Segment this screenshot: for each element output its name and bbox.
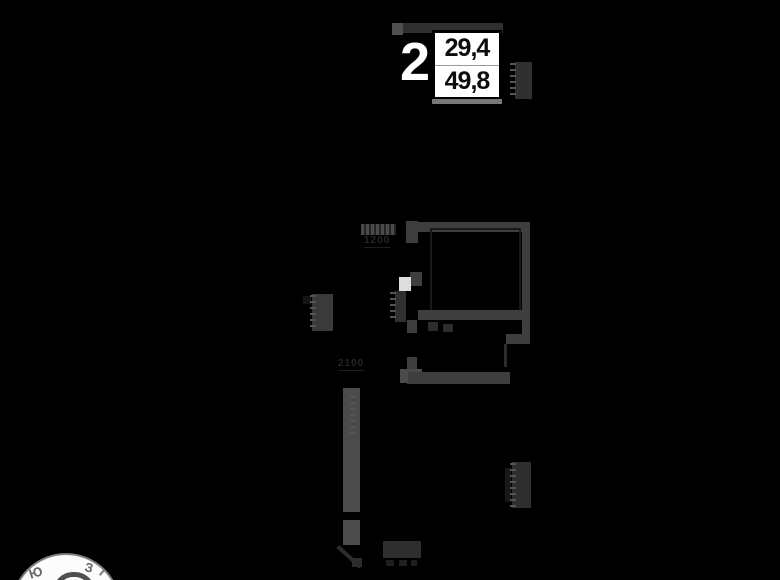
radiator-symbol <box>392 291 406 322</box>
radiator-hatch-icon <box>350 396 356 437</box>
room-count-label: 2 <box>399 32 431 92</box>
radiator-symbol <box>512 62 532 99</box>
radiator-hatch-icon <box>390 292 396 321</box>
door-leaf-symbol <box>399 277 411 291</box>
window-symbol <box>361 224 396 235</box>
compass-tick <box>98 569 106 576</box>
badge-top-bar-notch <box>392 23 403 35</box>
door-swing-mark <box>428 322 438 331</box>
wall-right <box>522 222 530 344</box>
wall-mid-upper <box>407 320 417 333</box>
radiator-hatch-icon <box>310 295 316 330</box>
fixture-block <box>411 560 417 566</box>
compass-rose: Ю З <box>11 553 121 580</box>
radiator-hatch-icon <box>510 63 516 98</box>
radiator-symbol <box>312 294 333 331</box>
area-info-box: 29,4 49,8 <box>432 30 502 100</box>
window-jamb <box>504 344 507 367</box>
wall-room-bottom <box>418 310 523 320</box>
dimension-label: 1200 <box>364 235 391 248</box>
badge-shadow-strip <box>432 99 502 104</box>
wall-left-piece <box>410 272 422 286</box>
fixture-block <box>303 296 311 304</box>
fixture-block <box>383 541 421 558</box>
fixture-block <box>505 468 511 502</box>
wall-left-long-lower <box>343 520 360 545</box>
living-area-value: 29,4 <box>435 33 499 66</box>
radiator-hatch-icon <box>510 463 516 507</box>
dimension-label: 2100 <box>338 358 365 371</box>
badge-top-bar <box>392 23 503 33</box>
room-inner-outline <box>430 228 521 313</box>
fixture-block <box>399 560 407 566</box>
compass-south-label: Ю <box>27 563 45 580</box>
fixture-block <box>386 560 394 566</box>
radiator-symbol <box>512 462 531 508</box>
wall-step <box>506 334 530 344</box>
wall-top <box>410 222 530 232</box>
wall-end-block <box>352 558 362 567</box>
compass-west-label: З <box>83 559 95 576</box>
wall-lower-bottom <box>408 372 510 384</box>
door-swing-mark <box>443 324 453 332</box>
total-area-value: 49,8 <box>444 66 491 95</box>
